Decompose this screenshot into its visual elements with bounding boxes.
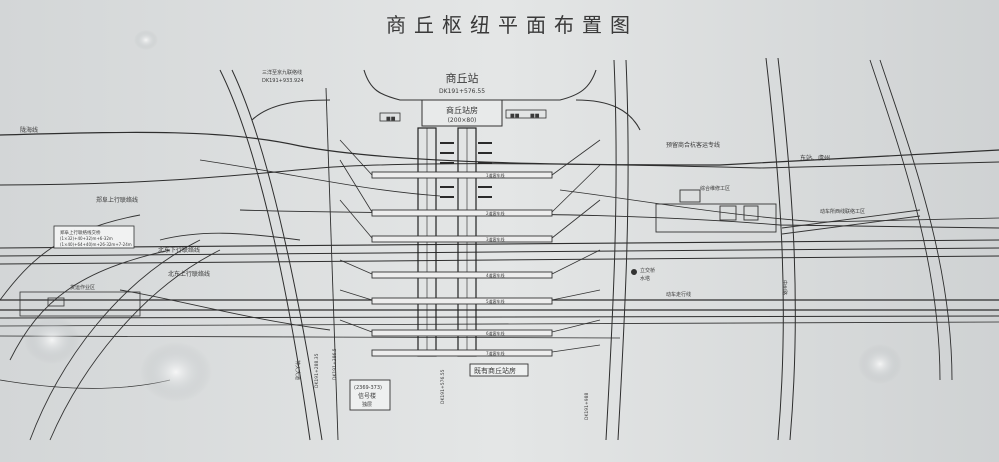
water-tower-label: 水塔 <box>640 275 650 282</box>
track-code-5: 5道客车线 <box>486 298 505 304</box>
top-link-label: 三洋至京九联络线 <box>262 69 302 76</box>
signal-building-box <box>349 379 391 411</box>
overpass-label: 立交桥 <box>640 267 655 274</box>
jingjiu-up-link-label: 郑阜上行联络线 <box>96 196 138 204</box>
platform-labels: 1道客车线 2道客车线 3道客车线 4道客车线 5道客车线 6道客车线 7道客车… <box>486 172 505 356</box>
maintenance-area-label: 综合维修工区 <box>700 185 730 192</box>
track-code-7: 7道客车线 <box>486 350 505 356</box>
old-station-box <box>469 363 529 377</box>
maintenance-area <box>655 189 921 235</box>
beidong-down-link-label: 北东下行联络线 <box>158 246 200 254</box>
signal-building-size: (2369-373) <box>354 385 382 391</box>
station-building-size: (200×80) <box>448 117 477 124</box>
signal-building-label: 信号楼 <box>358 392 376 400</box>
track-markers <box>440 142 492 198</box>
info-box-line-2: (1×32)+40+32)m+6-32m <box>60 236 113 241</box>
station-building <box>421 99 503 127</box>
signal-building-floors: 独层 <box>362 401 372 408</box>
beidong-up-link-label: 北东上行联络线 <box>168 270 210 278</box>
bottom-right-link-label: 动车走行线 <box>666 291 691 298</box>
dk-left: DK191+288.35 <box>314 353 320 388</box>
top-link-mileage: DK191+933.924 <box>262 78 304 84</box>
reserved-link-label: 预留商合杭客运专线 <box>666 141 720 149</box>
diagram-title: 商丘枢纽平面布置图 <box>386 13 638 37</box>
dk-right: DK191+988 <box>584 392 590 420</box>
map-labels: 三洋至京九联络线 DK191+933.924 陇海线 郑阜上行联络线 北东下行联… <box>20 69 865 420</box>
longhai-label: 陇海线 <box>20 126 38 134</box>
station-building-label: 商丘站房 <box>446 105 478 115</box>
photo-glare <box>24 30 902 402</box>
dk-mid-2: DK191+576.55 <box>440 369 446 404</box>
left-junction-lines <box>0 214 331 441</box>
water-tower-marker <box>631 269 637 275</box>
wuhan-east-label: 动车所西线联络工区 <box>820 208 865 215</box>
store-code-2: ■■ <box>510 113 520 119</box>
store-code-1: ■■ <box>386 116 396 122</box>
info-box-line-1: 郑阜上行联络线交桥 <box>60 229 101 236</box>
left-road-label: 神火大道 <box>294 360 301 380</box>
station-throat-lines <box>339 139 601 353</box>
station-mileage: DK191+576.55 <box>439 88 485 95</box>
track-code-2: 2道客车线 <box>486 210 505 216</box>
dongzhan-label: 东站、虞州 <box>800 154 830 162</box>
track-code-3: 3道客车线 <box>486 236 505 242</box>
station-name: 商丘站 <box>446 71 479 85</box>
store-code-3: ■■ <box>530 113 540 119</box>
yard-left-label: 货运作业区 <box>70 284 95 291</box>
track-code-1: 1道客车线 <box>486 172 505 178</box>
middle-road-label: 中州路 <box>781 280 788 295</box>
info-box-line-3: (1×40)+64+40)m+26-32m+7-24m <box>60 242 132 247</box>
dk-mid-1: DK191+386.5 <box>332 348 338 380</box>
left-yard <box>19 225 141 317</box>
track-code-4: 4道客车线 <box>486 272 505 278</box>
station-side-buildings <box>379 109 547 122</box>
platforms <box>371 171 553 357</box>
track-code-6: 6道客车线 <box>486 330 505 336</box>
old-station-label: 既有商丘站房 <box>474 366 516 375</box>
